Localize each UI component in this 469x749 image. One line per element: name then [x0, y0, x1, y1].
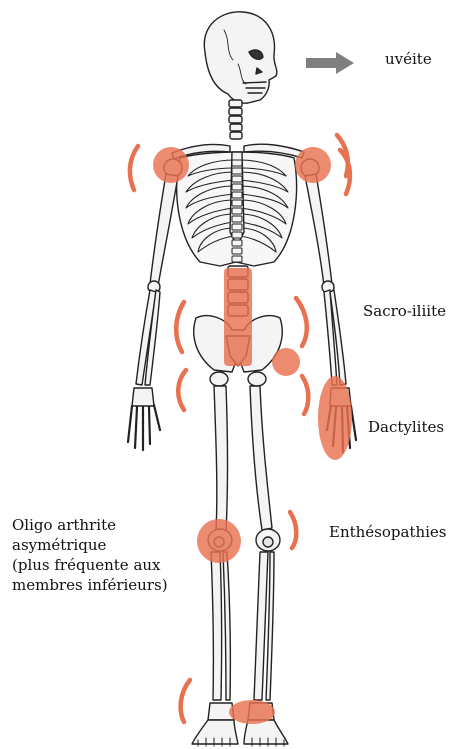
label-sacroiliite: Sacro-iliite — [363, 302, 446, 320]
highlight-shoulder-right — [295, 147, 331, 183]
label-oligo-arthrite: Oligo arthrite asymétrique (plus fréquen… — [12, 515, 212, 595]
skull — [204, 12, 277, 103]
highlight-shoulder-left — [153, 147, 189, 183]
arrow-right-icon — [306, 52, 354, 74]
arc-ankle-left — [181, 680, 190, 722]
arc-shoulder-left — [130, 146, 138, 190]
label-oligo-line-4: membres inférieurs) — [12, 575, 212, 595]
arc-pelvis-left — [176, 302, 184, 352]
arc-knee-right — [290, 512, 296, 548]
arc-pelvis-right — [296, 298, 307, 346]
arc-hip-left — [178, 370, 186, 410]
skeleton — [128, 12, 356, 746]
label-enthesopathies: Enthésopathies — [329, 523, 447, 541]
label-uveite: uvéite — [385, 50, 432, 68]
leg-right — [244, 386, 288, 746]
cervical-spine — [229, 100, 242, 139]
label-oligo-line-2: asymétrique — [12, 535, 212, 555]
label-oligo-line-3: (plus fréquente aux — [12, 555, 212, 575]
label-dactylites: Dactylites — [368, 418, 444, 436]
highlight-ankle — [229, 700, 275, 724]
highlight-hand-right — [318, 376, 352, 460]
highlight-spine — [224, 268, 252, 366]
arm-left — [128, 159, 182, 450]
arc-hip-right — [302, 376, 308, 414]
rib-cage — [177, 152, 297, 266]
label-oligo-line-1: Oligo arthrite — [12, 515, 212, 535]
highlight-hip — [272, 348, 300, 376]
